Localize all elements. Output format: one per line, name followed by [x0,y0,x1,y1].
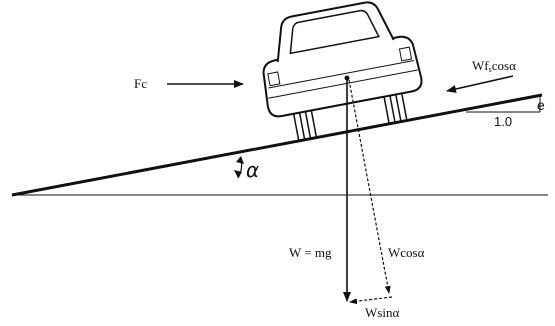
banked-road-surface [11,93,543,197]
car-rear-view-icon [262,1,423,142]
friction-force-arrow [446,75,514,93]
superelevation-triangle [466,96,541,113]
weight-label: W = mg [289,245,332,260]
friction-force-label: Wfscosα [472,58,516,74]
rise-label: e [537,97,545,113]
center-of-gravity-point [344,75,350,81]
normal-component-arrow [348,79,391,294]
centrifugal-force-label: Fc [134,76,147,91]
angle-label: α [246,158,259,182]
run-label: 1.0 [494,114,512,129]
parallel-component-label: Wsinα [365,305,399,320]
parallel-component-arrow [349,296,393,305]
normal-component-label: Wcosα [388,245,425,260]
bank-angle-arc [234,156,244,179]
